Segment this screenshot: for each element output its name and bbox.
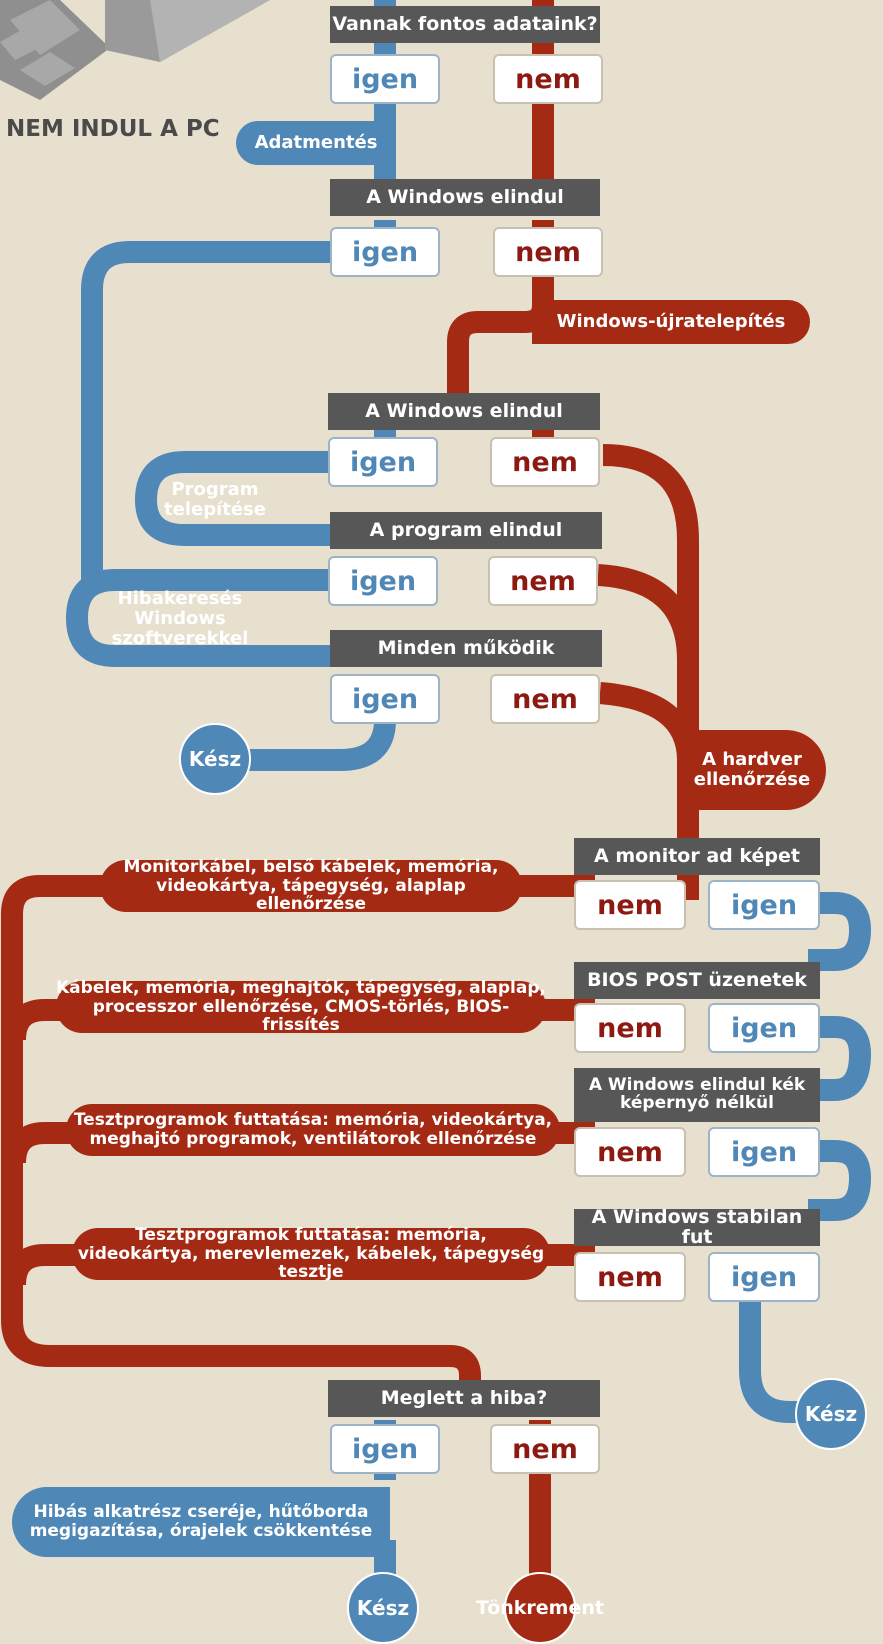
answer-no-windows-stable[interactable]: nem — [574, 1252, 686, 1302]
answer-no-important-data[interactable]: nem — [493, 54, 603, 104]
question-windows-stable: A Windows stabilan fut — [574, 1207, 820, 1246]
label-backup: Adatmentés — [236, 121, 396, 165]
end-done-hardware: Kész — [795, 1378, 867, 1450]
end-done-software: Kész — [179, 723, 251, 795]
answer-no-monitor-image[interactable]: nem — [574, 880, 686, 930]
question-monitor-image: A monitor ad képet — [574, 838, 820, 875]
answer-yes-windows-stable[interactable]: igen — [708, 1252, 820, 1302]
label-install-program: Program telepítése — [164, 479, 266, 520]
answer-no-windows-no-bsod[interactable]: nem — [574, 1127, 686, 1177]
answer-yes-monitor-image[interactable]: igen — [708, 880, 820, 930]
question-everything-works: Minden működik — [330, 630, 602, 667]
answer-no-everything-works[interactable]: nem — [490, 674, 600, 724]
label-check-components: Kábelek, memória, meghajtók, tápegység, … — [56, 977, 546, 1036]
label-check-hardware: A hardver ellenőrzése — [678, 730, 826, 810]
answer-no-windows-starts-2[interactable]: nem — [490, 437, 600, 487]
end-broken: Tönkrement — [476, 1572, 604, 1644]
label-replace-part: Hibás alkatrész cseréje, hűtőborda megig… — [12, 1487, 390, 1557]
label-windows-reinstall: Windows-újratelepítés — [532, 300, 810, 344]
answer-yes-windows-starts-2[interactable]: igen — [328, 437, 438, 487]
answer-yes-windows-starts-1[interactable]: igen — [330, 227, 440, 277]
end-done-fixed: Kész — [347, 1572, 419, 1644]
label-troubleshoot-software: Hibakeresés Windows szoftverekkel — [111, 588, 249, 649]
answer-yes-bios-post[interactable]: igen — [708, 1003, 820, 1053]
answer-yes-program-starts[interactable]: igen — [328, 556, 438, 606]
answer-yes-windows-no-bsod[interactable]: igen — [708, 1127, 820, 1177]
answer-no-windows-starts-1[interactable]: nem — [493, 227, 603, 277]
label-check-cables: Monitorkábel, belső kábelek, memória, vi… — [100, 858, 522, 914]
page-title: NEM INDUL A PC — [6, 116, 220, 142]
question-windows-starts-1: A Windows elindul — [330, 179, 600, 216]
answer-yes-everything-works[interactable]: igen — [330, 674, 440, 724]
label-run-tests-1: Tesztprogramok futtatása: memória, video… — [66, 1104, 560, 1156]
answer-yes-important-data[interactable]: igen — [330, 54, 440, 104]
question-windows-no-bsod: A Windows elindul kék képernyő nélkül — [574, 1068, 820, 1122]
question-bios-post: BIOS POST üzenetek — [574, 962, 820, 999]
label-run-tests-2: Tesztprogramok futtatása: memória, video… — [72, 1226, 550, 1282]
question-windows-starts-2: A Windows elindul — [328, 393, 600, 430]
pc-illustration — [0, 0, 270, 100]
answer-no-bios-post[interactable]: nem — [574, 1003, 686, 1053]
answer-no-program-starts[interactable]: nem — [488, 556, 598, 606]
answer-yes-found-fault[interactable]: igen — [330, 1424, 440, 1474]
question-found-fault: Meglett a hiba? — [328, 1380, 600, 1417]
question-important-data: Vannak fontos adataink? — [330, 6, 600, 43]
question-program-starts: A program elindul — [330, 512, 602, 549]
answer-no-found-fault[interactable]: nem — [490, 1424, 600, 1474]
